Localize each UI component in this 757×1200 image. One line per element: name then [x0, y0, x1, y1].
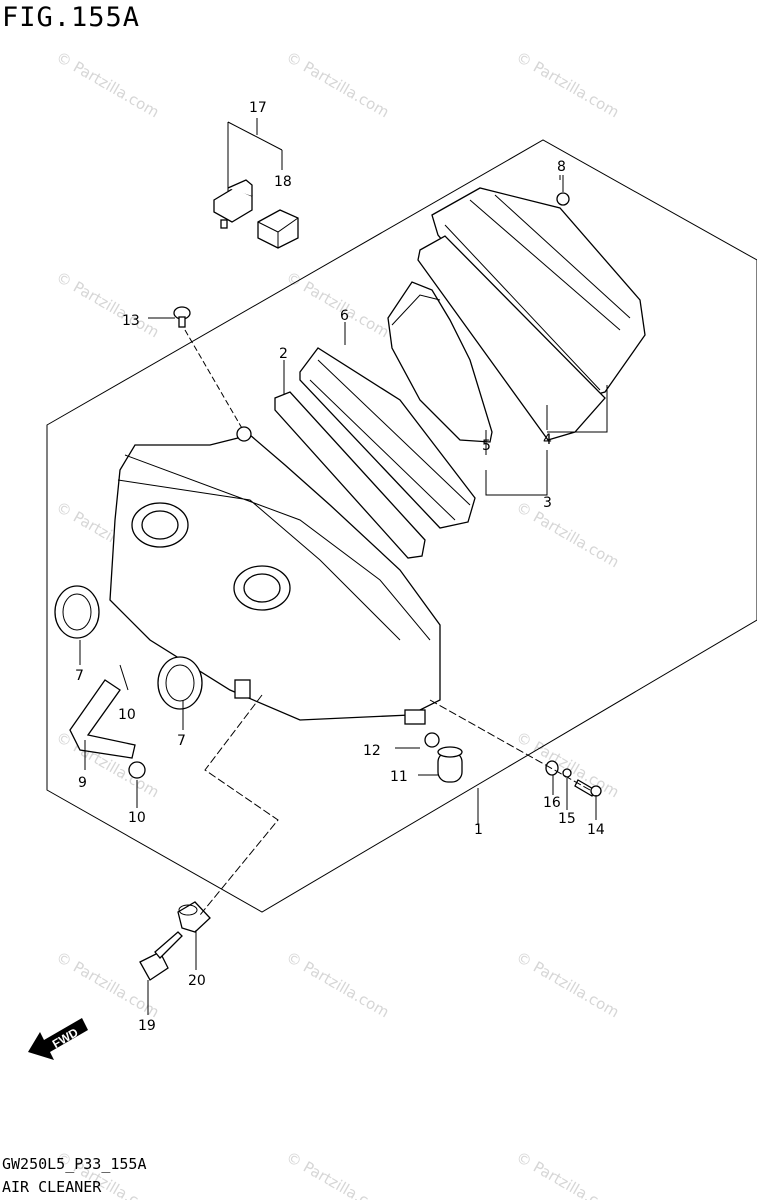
- plug-part-19: [139, 931, 183, 981]
- callout-8: 8: [557, 159, 566, 175]
- leader-10: [119, 664, 129, 691]
- clip-part-10: [128, 761, 146, 779]
- watermark: © Partzilla.com: [283, 268, 392, 341]
- callout-4: 4: [543, 432, 552, 448]
- housing-part-1: [109, 426, 441, 725]
- callout-10: 10: [128, 810, 146, 826]
- callout-6: 6: [340, 308, 349, 324]
- callout-2: 2: [279, 346, 288, 362]
- washer-part-16: [545, 760, 559, 776]
- watermark: © Partzilla.com: [513, 728, 622, 801]
- callout-9: 9: [78, 775, 87, 791]
- callout-1: 1: [474, 822, 483, 838]
- watermark: © Partzilla.com: [283, 1148, 392, 1200]
- callout-20: 20: [188, 973, 206, 989]
- cover-part-4: [417, 187, 646, 441]
- leader-17: [227, 118, 283, 193]
- hose-part-9: [69, 679, 136, 759]
- watermark: © Partzilla.com: [283, 948, 392, 1021]
- sensor-part-17: [213, 179, 253, 229]
- callout-18: 18: [274, 174, 292, 190]
- leader-20: [199, 694, 279, 916]
- section-name: AIR CLEANER: [2, 1178, 102, 1196]
- gasket-part-2: [274, 391, 426, 559]
- callout-14: 14: [587, 822, 605, 838]
- callout-7: 7: [75, 668, 84, 684]
- watermark: © Partzilla.com: [53, 268, 162, 341]
- watermark: © Partzilla.com: [513, 498, 622, 571]
- callout-leaders: [79, 175, 608, 1015]
- clamp-part-7-right: [157, 656, 203, 710]
- drain-part-20: [177, 901, 211, 933]
- callout-19: 19: [138, 1018, 156, 1034]
- bolt-part-13: [173, 306, 244, 431]
- callout-17: 17: [249, 100, 267, 116]
- block-part-18: [257, 209, 299, 249]
- clamp-part-7-left: [54, 585, 100, 639]
- fwd-arrow-icon: FWD: [28, 1018, 88, 1060]
- callout-labels: 17 18 8 13 6 2 4 5 3 7 10 9 10 7 12 11 1…: [75, 100, 605, 1034]
- callout-11: 11: [390, 769, 408, 785]
- assembly-outline: [46, 139, 757, 913]
- callout-7: 7: [177, 733, 186, 749]
- watermark: © Partzilla.com: [283, 48, 392, 121]
- callout-13: 13: [122, 313, 140, 329]
- leader-14-16: [429, 699, 591, 791]
- figure-title: FIG.155A: [2, 2, 141, 33]
- callout-5: 5: [482, 438, 491, 454]
- watermark: © Partzilla.com: [513, 948, 622, 1021]
- callout-10: 10: [118, 707, 136, 723]
- watermark: © Partzilla.com: [53, 48, 162, 121]
- callout-12: 12: [363, 743, 381, 759]
- callout-3: 3: [543, 495, 552, 511]
- screw-part-8: [556, 175, 570, 206]
- model-code: GW250L5_P33_155A: [2, 1155, 147, 1173]
- duct-part-5: [387, 281, 493, 443]
- element-part-6: [299, 347, 476, 529]
- watermark: © Partzilla.com: [513, 1148, 622, 1200]
- callout-15: 15: [558, 811, 576, 827]
- cap-part-11: [437, 746, 463, 783]
- watermark: © Partzilla.com: [513, 48, 622, 121]
- clip-part-12: [424, 732, 440, 748]
- callout-16: 16: [543, 795, 561, 811]
